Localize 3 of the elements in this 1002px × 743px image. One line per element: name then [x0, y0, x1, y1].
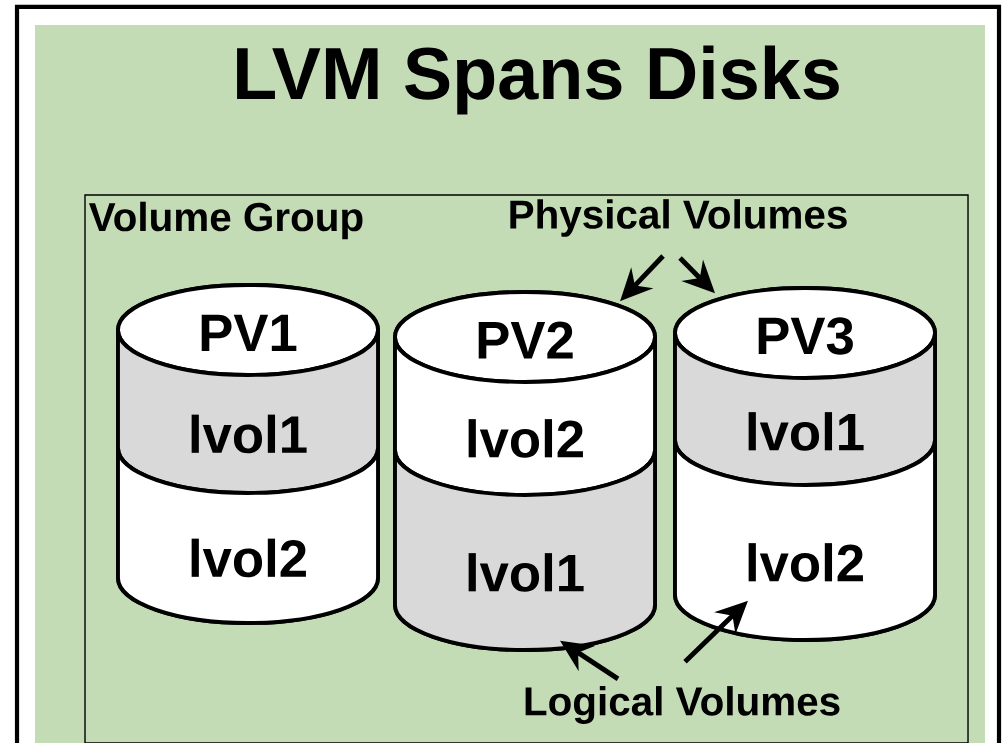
callout-text: Logical Volumes: [525, 686, 840, 724]
title: LVM Spans Disks: [237, 45, 839, 115]
callout-text: Physical Volumes: [510, 199, 847, 237]
